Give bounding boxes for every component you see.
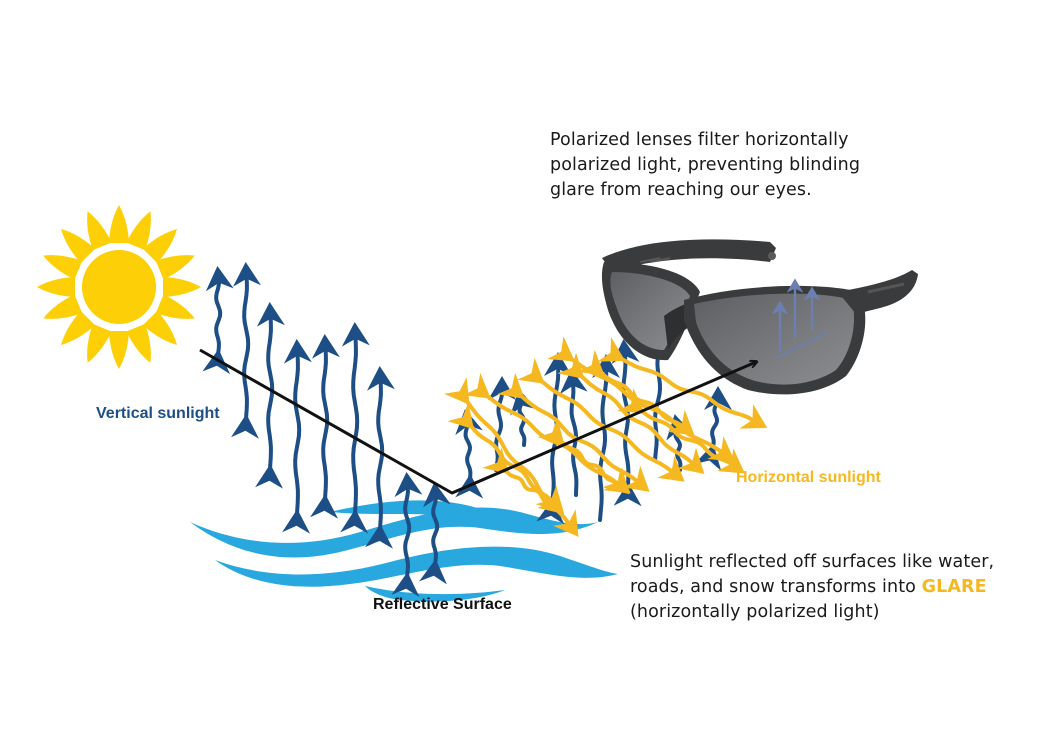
sun-ray	[127, 324, 151, 363]
vertical-light-arrow	[353, 328, 357, 515]
horizontal-sunlight-label: Horizontal sunlight	[736, 469, 881, 487]
glare-caption: Sunlight reflected off surfaces like wat…	[630, 550, 1040, 625]
sun-ray	[43, 255, 82, 279]
sun-ray	[87, 211, 111, 250]
polarized-lens-caption: Polarized lenses filter horizontally pol…	[550, 128, 910, 203]
vertical-sunlight-label: Vertical sunlight	[96, 405, 220, 423]
glare-word: GLARE	[922, 577, 987, 597]
sun-ray	[87, 324, 111, 363]
sun-core	[82, 250, 156, 324]
sun-ray	[109, 331, 129, 369]
sun-ray	[127, 211, 151, 250]
reflective-surface-label: Reflective Surface	[373, 596, 512, 614]
vertical-light-arrow	[244, 268, 248, 420]
vertical-light-arrow	[295, 345, 299, 515]
sun-ray	[156, 255, 195, 279]
sun-icon	[37, 205, 201, 369]
vertical-light-arrow	[216, 272, 220, 355]
sun-ray	[109, 205, 129, 243]
sun-ray	[156, 295, 195, 319]
vertical-light-arrow	[552, 358, 558, 505]
sun-ray	[43, 295, 82, 319]
vertical-light-arrow	[600, 360, 606, 520]
sun-ray	[163, 277, 201, 297]
glare-caption-note: (horizontally polarized light)	[630, 602, 880, 622]
sun-ray	[37, 277, 75, 297]
